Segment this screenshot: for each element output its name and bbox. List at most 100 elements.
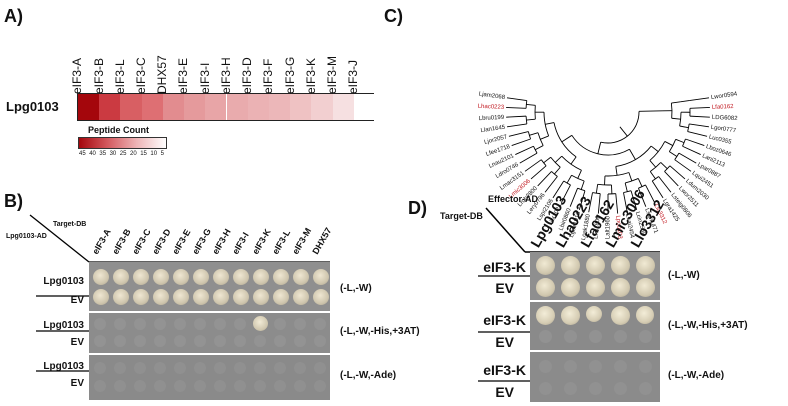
yeast-spot	[134, 380, 146, 392]
heatmap-cell	[247, 94, 269, 120]
tree-leaf-label: Lhac0223	[478, 104, 505, 111]
yeast-spot	[214, 318, 226, 330]
tree-branch	[578, 190, 586, 211]
tree-branch	[650, 145, 659, 152]
b-row-2-label: EV	[70, 295, 84, 306]
tree-branch	[577, 170, 582, 179]
yeast-spot	[536, 278, 555, 297]
yeast-spot	[134, 362, 146, 374]
yeast-spot	[133, 289, 149, 305]
tree-leaf-label: Lgor0777	[710, 125, 737, 135]
tree-arc	[551, 171, 558, 177]
tree-branch	[580, 180, 585, 190]
tree-branch	[519, 152, 538, 164]
tree-branch	[678, 152, 697, 164]
yeast-spot	[134, 335, 146, 347]
legend-tick-label: 20	[130, 151, 137, 157]
tree-branch	[638, 187, 647, 207]
plate-b-2	[89, 313, 330, 353]
yeast-spot	[586, 256, 605, 275]
yeast-spot	[134, 318, 146, 330]
d-target-db-label: Target-DB	[440, 211, 483, 221]
heatmap-cell	[353, 94, 375, 120]
yeast-spot	[94, 335, 106, 347]
tree-branch	[689, 97, 710, 102]
yeast-spot	[234, 318, 246, 330]
heatmap-row-label: Lpg0103	[6, 99, 59, 114]
tree-branch	[529, 132, 539, 136]
yeast-spot	[214, 335, 226, 347]
tree-arc	[592, 192, 601, 195]
tree-leaf-label: Lalt1960	[606, 215, 612, 239]
yeast-spot	[293, 269, 309, 285]
legend-tick-label: 40	[89, 151, 96, 157]
heatmap	[77, 93, 375, 121]
yeast-spot	[133, 269, 149, 285]
yeast-spot	[94, 362, 106, 374]
tree-branch	[669, 151, 678, 157]
yeast-spot	[174, 362, 186, 374]
heatmap-cell	[290, 94, 312, 120]
panel-b-letter: B)	[4, 191, 23, 211]
yeast-spot	[114, 362, 126, 374]
tree-branch	[534, 145, 544, 151]
tree-branch	[506, 115, 527, 118]
effector-ad-label: Effector-AD	[488, 194, 539, 204]
yeast-spot	[274, 380, 286, 392]
tree-arc	[550, 156, 561, 168]
d-condition-2: (-L,-W,-His,+3AT)	[668, 320, 748, 331]
tree-branch	[526, 118, 536, 121]
yeast-spot	[313, 289, 329, 305]
tree-leaf-label: Ljam2068	[478, 91, 506, 101]
tree-arc	[664, 165, 671, 172]
b-row-1-label: Lpg0103	[43, 276, 84, 287]
panel-d-letter: D)	[408, 198, 427, 218]
yeast-spot	[254, 362, 266, 374]
tree-branch	[651, 180, 664, 199]
tree-branch	[649, 160, 657, 168]
tree-branch	[658, 176, 672, 193]
yeast-spot	[274, 362, 286, 374]
plate-b-3	[89, 355, 330, 400]
target-db-label: Target-DB	[53, 221, 87, 228]
yeast-spot	[536, 306, 555, 325]
yeast-spot	[154, 318, 166, 330]
tree-branch	[588, 192, 593, 213]
yeast-spot	[639, 360, 652, 373]
tree-branch	[566, 175, 572, 184]
tree-arc	[604, 172, 630, 177]
tree-arc	[537, 132, 544, 146]
tree-arc	[597, 183, 612, 186]
yeast-spot	[639, 382, 652, 395]
tree-branch	[687, 131, 708, 137]
tree-arc	[623, 190, 632, 193]
yeast-spot	[293, 289, 309, 305]
yeast-spot	[154, 362, 166, 374]
tree-branch	[554, 155, 563, 163]
tree-branch	[630, 190, 638, 211]
tree-arc	[561, 155, 582, 171]
yeast-spot	[639, 330, 652, 343]
tree-arc	[563, 180, 571, 186]
heatmap-cell	[311, 94, 333, 120]
tree-leaf-label: Lwor0594	[711, 91, 739, 101]
heatmap-cell	[184, 94, 206, 120]
d-condition-3: (-L,-W,-Ade)	[668, 370, 725, 381]
yeast-spot	[194, 380, 206, 392]
d-condition-1: (-L,-W)	[668, 270, 700, 281]
heatmap-cell	[141, 94, 163, 120]
legend-tick-label: 10	[150, 151, 158, 157]
heatmap-cell	[268, 94, 291, 120]
yeast-spot	[589, 330, 602, 343]
d-row-2-label: EV	[495, 280, 514, 296]
yeast-spot	[586, 306, 602, 322]
yeast-spot	[586, 278, 605, 297]
plate-b-1	[89, 262, 330, 311]
yeast-spot	[273, 269, 289, 285]
yeast-spot	[213, 289, 229, 305]
yeast-spot	[313, 269, 329, 285]
yeast-spot	[589, 360, 602, 373]
tree-branch	[615, 166, 618, 176]
heatmap-cell	[332, 94, 354, 120]
